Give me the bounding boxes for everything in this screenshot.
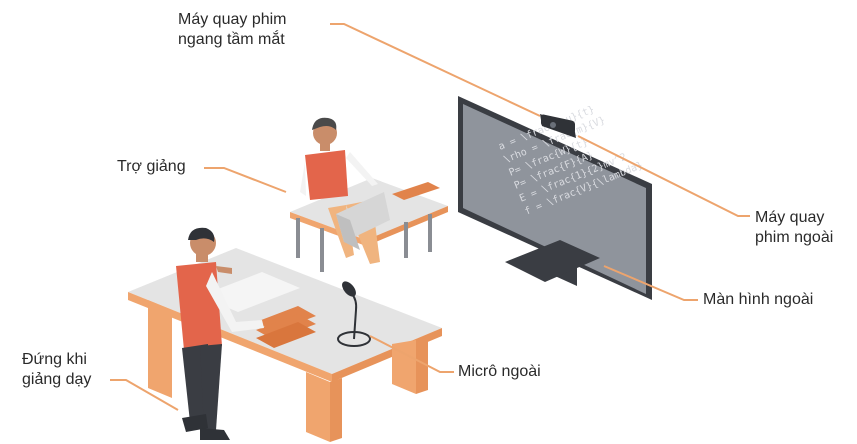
label-standing-teaching: Đứng khi giảng dạy [22, 350, 91, 390]
label-external-microphone: Micrô ngoài [458, 363, 541, 380]
label-camera-eye-level: Máy quay phim ngang tầm mắt [178, 10, 287, 50]
leader-external-camera [577, 135, 750, 217]
leader-camera-eye-level [330, 23, 541, 117]
label-standing-teaching-line2: giảng dạy [22, 371, 92, 388]
leader-standing [110, 379, 179, 411]
label-camera-eye-level-line2: ngang tầm mắt [178, 31, 285, 48]
leader-microphone [369, 335, 454, 373]
label-external-camera: Máy quay phim ngoài [755, 208, 833, 248]
external-monitor: a = \frac{v-u}{t} \rho = \frac{m}{V} P= … [458, 96, 652, 300]
leader-assistant [204, 167, 287, 193]
leader-external-monitor [603, 265, 698, 301]
label-external-monitor: Màn hình ngoài [703, 291, 814, 308]
label-standing-teaching-line1: Đứng khi [22, 351, 87, 368]
leader-lines [110, 23, 750, 411]
label-camera-eye-level-line1: Máy quay phim [178, 11, 287, 28]
label-teaching-assistant: Trợ giảng [117, 158, 186, 175]
label-external-camera-line2: phim ngoài [755, 229, 834, 246]
label-external-camera-line1: Máy quay [755, 209, 825, 226]
webcam [540, 114, 576, 138]
teacher-desk [128, 248, 442, 442]
laptop [336, 192, 390, 250]
microphone [337, 281, 371, 347]
teacher-figure [176, 227, 264, 440]
